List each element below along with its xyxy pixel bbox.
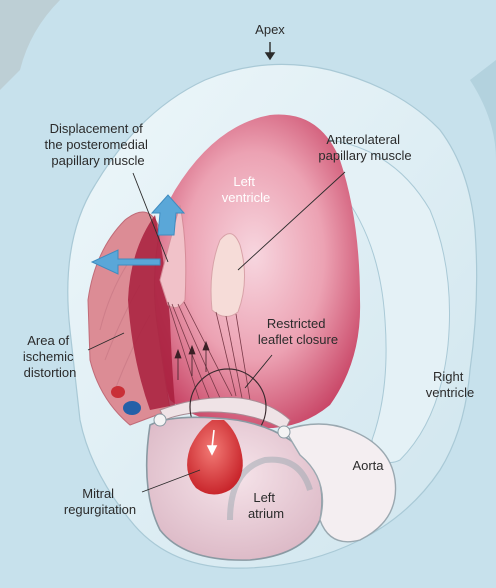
aorta-label: Aorta <box>352 458 384 473</box>
restricted-closure-label: Restricted leaflet closure <box>258 316 338 347</box>
apex-label: Apex <box>255 22 285 37</box>
coronary-artery <box>111 386 125 398</box>
displacement-label: Displacement of the posteromedial papill… <box>45 121 152 168</box>
anterolateral-label: Anterolateral papillary muscle <box>318 132 411 163</box>
right-ventricle-label: Right ventricle <box>426 369 474 400</box>
ischemic-distortion-label: Area of ischemic distortion <box>23 333 77 380</box>
left-atrium-label: Left atrium <box>248 490 284 521</box>
coronary-vein <box>123 401 141 415</box>
